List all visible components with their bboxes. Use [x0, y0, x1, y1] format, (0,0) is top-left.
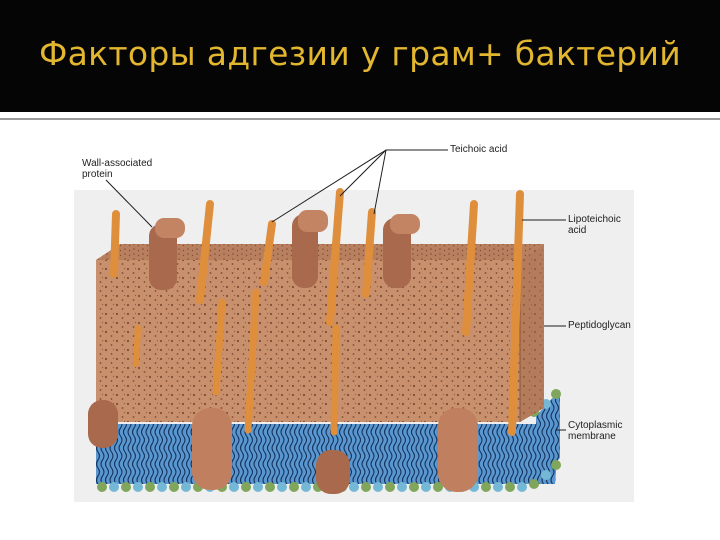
wall-proteins-top [149, 210, 420, 290]
label-teichoic-acid: Teichoic acid [450, 144, 508, 155]
title-bar: Факторы адгезии у грам+ бактерий [0, 0, 720, 112]
label-wall-protein: Wall-associated protein [82, 158, 153, 180]
title-separator [0, 118, 720, 120]
teichoic-acid-rods [110, 188, 524, 436]
slide-title: Факторы адгезии у грам+ бактерий [38, 34, 682, 73]
cell-wall-diagram: Wall-associated protein Teichoic acid Li… [60, 132, 680, 512]
membrane-proteins [88, 400, 478, 494]
cell-wall-illustration [74, 149, 634, 502]
label-peptidoglycan: Peptidoglycan [568, 320, 631, 331]
leader-lines [105, 149, 566, 431]
label-cytoplasmic-membrane: Cytoplasmic membrane [568, 420, 623, 442]
label-lipoteichoic-acid: Lipoteichoic acid [568, 214, 621, 236]
